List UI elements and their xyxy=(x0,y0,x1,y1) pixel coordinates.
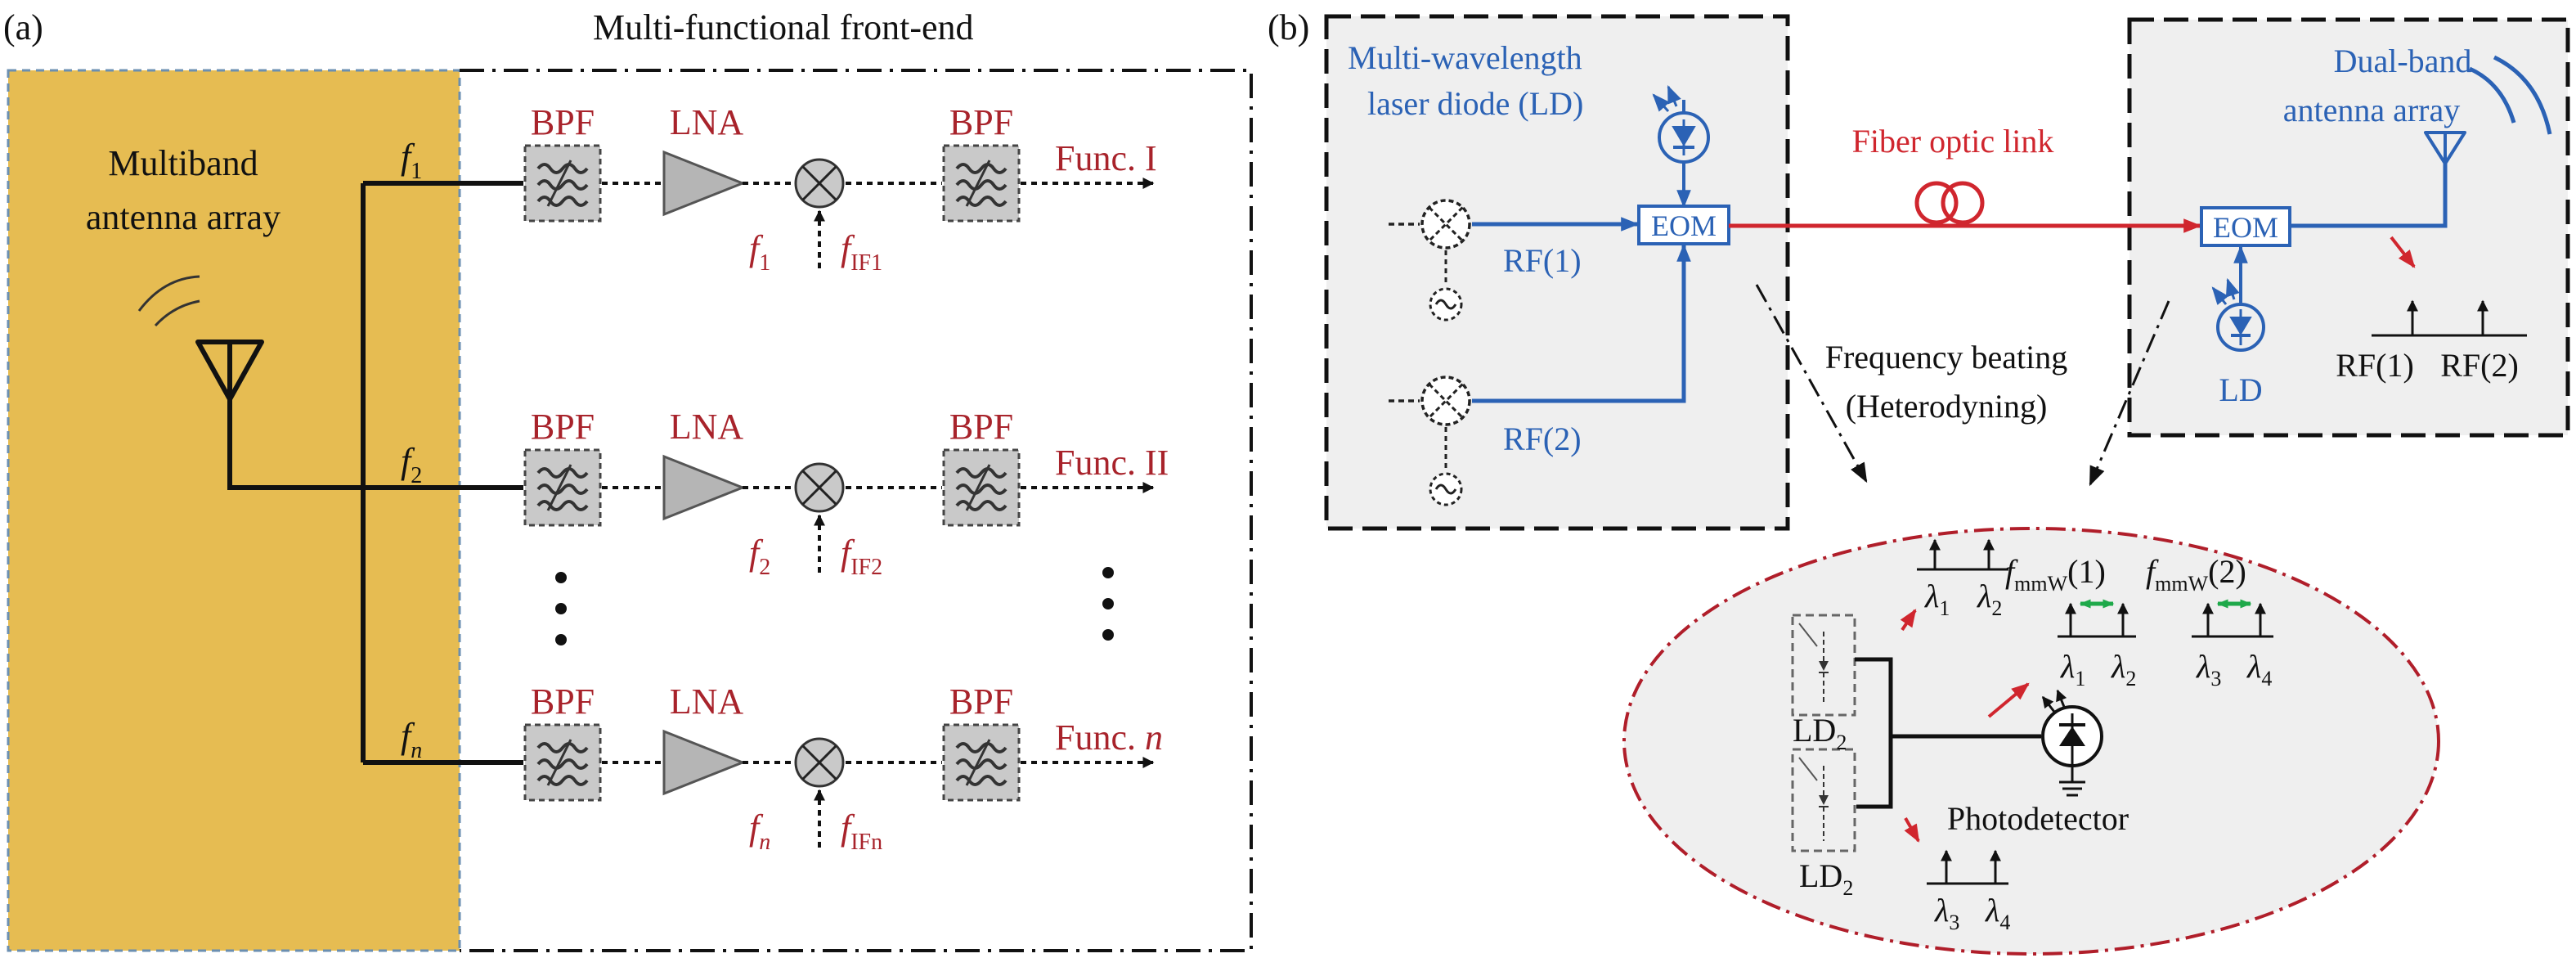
front-end-border xyxy=(460,69,1253,952)
beating-arrow-right xyxy=(2089,300,2170,487)
spectrum-right xyxy=(2192,599,2273,638)
rf1-label: RF(1) xyxy=(1503,242,1582,279)
mixer-if-label: fIF1 xyxy=(841,228,882,276)
bpf-input-icon xyxy=(523,448,602,527)
multiband-antenna-icon xyxy=(137,275,264,402)
fiber-optic-link xyxy=(1729,181,2202,233)
eom-right-label: EOM xyxy=(2213,211,2278,244)
bpf-output-label: BPF xyxy=(949,681,1013,722)
panel-a-ellipsis-dots xyxy=(555,567,1114,645)
mixer-icon xyxy=(794,158,845,209)
bpf-output-label: BPF xyxy=(949,102,1013,142)
bpf-input-icon xyxy=(523,144,602,223)
lna-icon xyxy=(662,729,747,796)
mixer-icon xyxy=(794,462,845,513)
rf-source-1 xyxy=(1389,199,1640,322)
rf2-label: RF(2) xyxy=(1503,421,1582,457)
fmmw1-label: fmmW(1) xyxy=(2005,553,2106,596)
eom-left: EOM xyxy=(1637,205,1730,245)
lna-label: LNA xyxy=(670,407,744,447)
ld-right-icon xyxy=(2211,245,2265,352)
feed-lines xyxy=(227,181,523,765)
photodetector-label: Photodetector xyxy=(1947,800,2129,837)
inset-ellipse xyxy=(1622,527,2440,956)
rx-rf2-label: RF(2) xyxy=(2440,347,2519,384)
lambda2-top: λ2 xyxy=(1977,578,2002,620)
ld-right-label: LD xyxy=(2219,371,2262,408)
lna-label: LNA xyxy=(670,102,744,142)
mixer-if-label: fIFn xyxy=(841,807,882,855)
lambda3-bottom: λ3 xyxy=(1934,892,1959,934)
laser-label-line1: Multi-wavelength xyxy=(1348,39,1582,76)
lambda2-middle: λ2 xyxy=(2111,648,2136,690)
spectrum-bottom xyxy=(1927,849,2008,885)
dual-band-label-line1: Dual-band xyxy=(2334,43,2472,79)
ld2-top-output-arrow xyxy=(1900,609,1917,632)
fiber-link-label: Fiber optic link xyxy=(1852,123,2054,160)
antenna-label-line1: Multiband xyxy=(108,143,258,183)
ld2-top-icon xyxy=(1791,614,1856,717)
eom-right: EOM xyxy=(2200,206,2291,247)
function-label: Func. n xyxy=(1055,717,1163,758)
panel-a: (a) Multi-functional front-end Multiband… xyxy=(3,7,1253,952)
lambda4-bottom: λ4 xyxy=(1985,892,2010,934)
bpf-input-icon xyxy=(523,723,602,802)
ld2-bottom-output-arrow xyxy=(1904,817,1920,843)
mixer-icon xyxy=(794,737,845,788)
beating-label-line2: (Heterodyning) xyxy=(1846,388,2048,425)
rx-output-arrow xyxy=(2390,236,2416,268)
bpf-output-label: BPF xyxy=(949,407,1013,447)
antenna-array-region xyxy=(7,69,461,952)
panel-b: (b) Multi-wavelength laser diode (LD) EO… xyxy=(1268,7,2570,956)
inset-wiring xyxy=(1855,657,2041,809)
lna-icon xyxy=(662,150,747,217)
spectrum-top xyxy=(1917,538,2008,571)
rx-spectrum xyxy=(2372,299,2527,337)
function-label: Func. II xyxy=(1055,443,1169,483)
laser-label-line2: laser diode (LD) xyxy=(1367,85,1583,122)
dual-band-label-line2: antenna array xyxy=(2283,92,2461,128)
mixer-rf-label: f1 xyxy=(749,228,770,276)
panel-a-label: (a) xyxy=(3,7,43,47)
mixer-if-label: fIF2 xyxy=(841,533,882,580)
photodetector-icon xyxy=(2041,689,2103,797)
bpf-input-label: BPF xyxy=(531,407,595,447)
mixer-rf-label: f2 xyxy=(749,533,770,580)
bpf-output-icon xyxy=(942,448,1021,527)
photodetector-output-arrow xyxy=(1987,682,2030,718)
lambda3-right: λ3 xyxy=(2196,648,2221,690)
mixer-rf-label: fn xyxy=(749,807,770,855)
rf-source-2 xyxy=(1389,243,1691,506)
dual-band-antenna-icon xyxy=(2290,55,2552,228)
lna-icon xyxy=(662,454,747,521)
bpf-input-label: BPF xyxy=(531,681,595,722)
panel-b-label: (b) xyxy=(1268,7,1309,47)
ld2-bottom-label: LD2 xyxy=(1799,857,1853,900)
panel-a-title: Multi-functional front-end xyxy=(593,7,974,47)
spectrum-middle xyxy=(2058,599,2136,638)
laser-diode-icon xyxy=(1652,84,1710,209)
lambda4-right: λ4 xyxy=(2246,648,2272,690)
ld2-bottom-icon xyxy=(1791,748,1856,852)
eom-left-label: EOM xyxy=(1651,209,1717,242)
bpf-input-label: BPF xyxy=(531,102,595,142)
antenna-label-line2: antenna array xyxy=(86,197,280,237)
beating-label-line1: Frequency beating xyxy=(1825,339,2068,376)
function-label: Func. I xyxy=(1055,138,1157,178)
rx-rf1-label: RF(1) xyxy=(2336,347,2414,384)
lambda1-top: λ1 xyxy=(1924,578,1950,620)
lna-label: LNA xyxy=(670,681,744,722)
beating-arrow-left xyxy=(1755,284,1868,483)
bpf-output-icon xyxy=(942,723,1021,802)
bpf-output-icon xyxy=(942,144,1021,223)
ld2-top-label: LD2 xyxy=(1793,712,1847,754)
transmitter-box xyxy=(1324,14,1790,531)
heterodyning-inset: LD2 LD2 Photodetector xyxy=(1622,527,2440,956)
lambda1-middle: λ1 xyxy=(2060,648,2085,690)
